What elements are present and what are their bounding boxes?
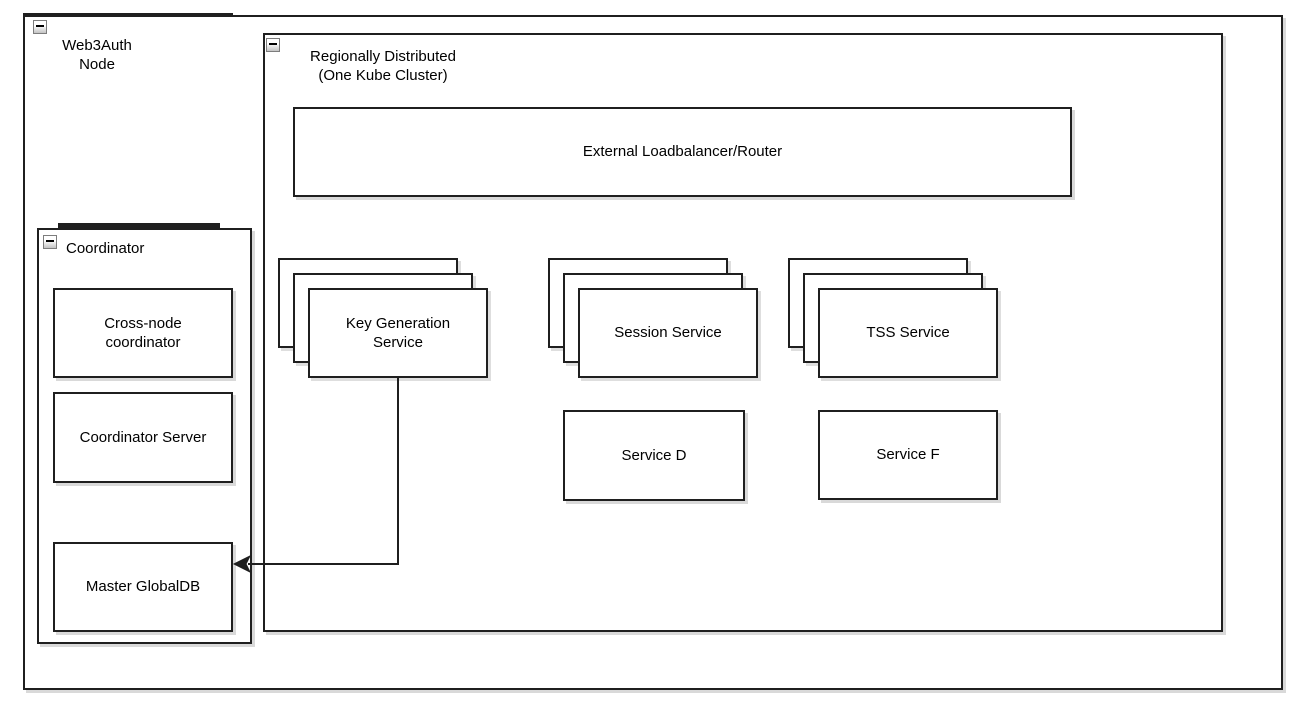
web3auth-node-label: Web3Auth Node xyxy=(62,37,132,74)
service-f-label: Service F xyxy=(876,446,940,464)
minus-glyph xyxy=(46,240,54,242)
key-generation-service-box[interactable]: Key Generation Service xyxy=(308,288,488,378)
service-d-box[interactable]: Service D xyxy=(563,410,745,501)
master-globaldb-box[interactable]: Master GlobalDB xyxy=(53,542,233,632)
cross-node-coordinator-box[interactable]: Cross-node coordinator xyxy=(53,288,233,378)
session-service-label: Session Service xyxy=(614,324,722,342)
collapse-minus-icon[interactable] xyxy=(33,20,47,34)
minus-glyph xyxy=(36,25,44,27)
coordinator-label: Coordinator xyxy=(66,240,145,257)
tss-service-label: TSS Service xyxy=(866,324,950,342)
collapse-minus-icon[interactable] xyxy=(266,38,280,52)
web3auth-container-top-edge xyxy=(23,13,233,17)
session-service-stack: Session Service xyxy=(548,258,758,378)
service-d-label: Service D xyxy=(621,446,687,464)
tss-service-stack: TSS Service xyxy=(788,258,998,378)
master-globaldb-label: Master GlobalDB xyxy=(85,578,201,596)
external-loadbalancer-box[interactable]: External Loadbalancer/Router xyxy=(293,107,1072,197)
regional-cluster-label: Regionally Distributed (One Kube Cluster… xyxy=(310,48,456,85)
session-service-box[interactable]: Session Service xyxy=(578,288,758,378)
service-f-box[interactable]: Service F xyxy=(818,410,998,500)
cross-node-coordinator-label: Cross-node coordinator xyxy=(104,314,182,351)
coordinator-server-label: Coordinator Server xyxy=(79,428,207,446)
tss-service-box[interactable]: TSS Service xyxy=(818,288,998,378)
collapse-minus-icon[interactable] xyxy=(43,235,57,249)
external-loadbalancer-label: External Loadbalancer/Router xyxy=(582,143,783,161)
key-generation-service-label: Key Generation Service xyxy=(345,314,451,351)
coordinator-server-box[interactable]: Coordinator Server xyxy=(53,392,233,483)
key-generation-service-stack: Key Generation Service xyxy=(278,258,488,378)
coordinator-container-top-edge xyxy=(58,223,220,228)
minus-glyph xyxy=(269,43,277,45)
